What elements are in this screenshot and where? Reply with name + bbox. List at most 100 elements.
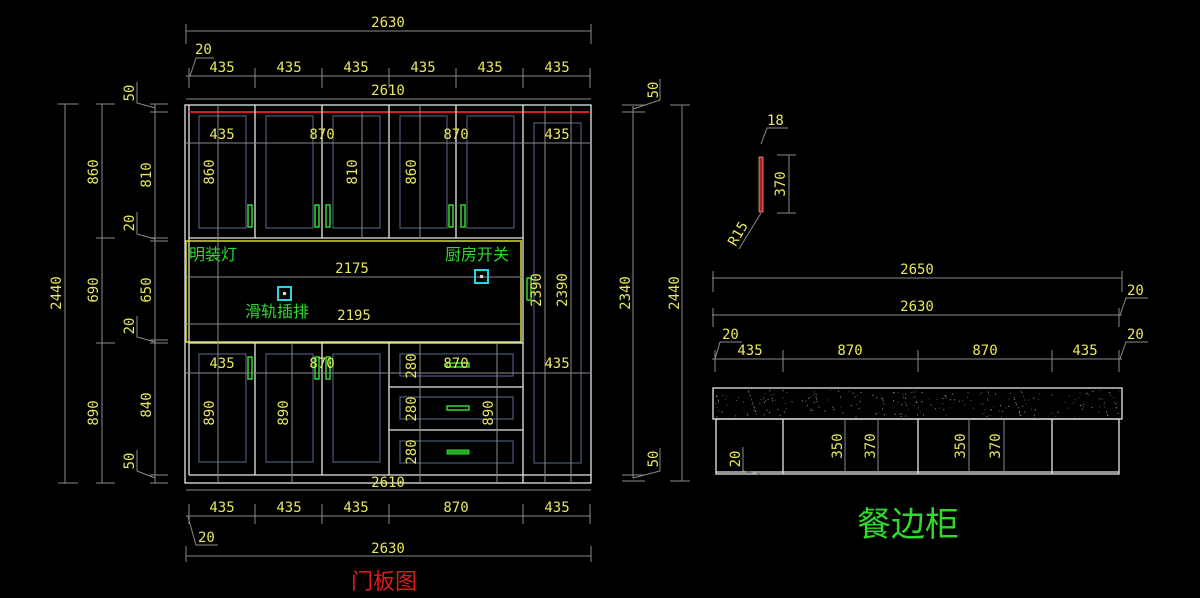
dim-strip-length: 370 (773, 171, 789, 196)
cabinet-elevation (184, 104, 592, 484)
dim-sideboard-edge-left: 20 (722, 327, 739, 343)
light-strip-detail: 18 370 R15 (725, 113, 796, 250)
top-segment-dimensions: 435 435 435 435 435 435 (186, 60, 591, 88)
dim-left-total: 2440 (49, 276, 65, 310)
top-edge-dimension: 20 (189, 42, 214, 77)
niche-yellow-outline (185, 240, 522, 343)
dim-right-inner: 2340 (618, 276, 634, 310)
dim-inner-width-top: 2610 (371, 83, 405, 99)
lower-door-3 (332, 353, 381, 463)
handle-icon (314, 356, 320, 380)
dim-sideboard-seg-2: 870 (837, 343, 862, 359)
dim-sideboard-edge-right: 20 (1127, 327, 1144, 343)
dim-left-middle: 690 (86, 277, 102, 302)
tall-door (533, 122, 582, 464)
dim-upper-3: 870 (443, 127, 468, 143)
dim-sideboard-base-gap: 20 (728, 451, 744, 468)
dim-left-lower: 890 (86, 400, 102, 425)
lower-door-1 (198, 353, 247, 463)
dim-lower-1: 435 (209, 356, 234, 372)
handle-icon (446, 405, 470, 411)
sideboard-elevation: 20 350 370 350 370 (712, 387, 1123, 475)
dim-right-total: 2440 (667, 276, 683, 310)
bottom-inner-dimension: 2610 (186, 475, 591, 491)
dim-right-top-gap: 50 (646, 82, 662, 99)
bottom-overall-dimension: 2630 (185, 541, 592, 562)
handle-icon (314, 204, 320, 228)
dim-bottom-seg-2: 435 (276, 500, 301, 516)
upper-door-5 (466, 115, 515, 229)
dim-top-seg-2: 435 (276, 60, 301, 76)
dim-sideboard-seg-1: 435 (737, 343, 762, 359)
drawer-2 (399, 396, 514, 420)
dim-lower-3: 870 (443, 356, 468, 372)
dim-drawer-3: 280 (404, 439, 420, 464)
dim-tall-height-1: 2390 (529, 273, 545, 307)
handle-icon (460, 204, 466, 228)
niche-annotations: 明装灯 厨房开关 滑轨插排 2175 2195 2390 2390 (189, 245, 571, 324)
label-kitchen-switch: 厨房开关 (445, 245, 509, 264)
dim-sideboard-height-2: 370 (863, 433, 879, 458)
dim-bottom-seg-5: 435 (544, 500, 569, 516)
lower-dimension-labels: 435 870 870 435 890 890 890 280 280 280 (202, 353, 570, 464)
switch-box-icon (474, 269, 489, 284)
dim-drawer-2: 280 (404, 396, 420, 421)
dim-top-seg-5: 435 (477, 60, 502, 76)
dim-overall-width-bottom: 2630 (371, 541, 405, 557)
dim-upper-4: 435 (544, 127, 569, 143)
label-rail-socket: 滑轨插排 (245, 302, 309, 321)
dim-left-gap-1: 20 (122, 215, 138, 232)
dim-left-upper-inner: 810 (139, 162, 155, 187)
dim-overall-width-top: 2630 (371, 15, 405, 31)
top-dimension-overall: 2630 (185, 15, 592, 44)
dim-upper-2: 870 (309, 127, 334, 143)
dim-top-seg-3: 435 (343, 60, 368, 76)
handle-icon (325, 204, 331, 228)
right-dimensions: 50 50 2340 2440 (618, 79, 690, 482)
dim-bottom-seg-4: 870 (443, 500, 468, 516)
dim-sideboard-height-3: 350 (953, 433, 969, 458)
dim-lower-height-1: 890 (202, 400, 218, 425)
dim-bottom-seg-3: 435 (343, 500, 368, 516)
dim-lower-4: 435 (544, 356, 569, 372)
dim-left-lower-inner: 840 (139, 392, 155, 417)
lower-door-2 (265, 353, 314, 463)
dim-niche-bottom: 2195 (337, 308, 371, 324)
handle-icon (448, 204, 454, 228)
dim-bottom-seg-1: 435 (209, 500, 234, 516)
upper-door-4 (399, 115, 448, 229)
drawer-3 (399, 440, 514, 464)
dim-top-seg-4: 435 (410, 60, 435, 76)
dim-left-upper: 860 (86, 159, 102, 184)
dim-upper-height-1: 860 (202, 159, 218, 184)
upper-door-3 (332, 115, 381, 229)
dim-left-top-gap: 50 (122, 85, 138, 102)
dim-top-edge: 20 (195, 42, 212, 58)
dim-left-bottom-gap: 50 (122, 453, 138, 470)
countertop-texture (715, 390, 1121, 418)
sideboard-dimensions: 2650 2630 20 20 20 435 870 870 435 (712, 262, 1148, 372)
dim-sideboard-overall: 2630 (900, 299, 934, 315)
dim-sideboard-seg-3: 870 (972, 343, 997, 359)
handle-icon (247, 356, 253, 380)
dim-sideboard-top-overall: 2650 (900, 262, 934, 278)
bottom-edge-dimension: 20 (187, 516, 218, 546)
sideboard-countertop (712, 387, 1123, 420)
dim-sideboard-height-4: 370 (988, 433, 1004, 458)
dim-drawer-1: 280 (404, 353, 420, 378)
handle-icon (247, 204, 253, 228)
dim-upper-1: 435 (209, 127, 234, 143)
label-surface-light: 明装灯 (189, 245, 237, 264)
handle-icon (446, 362, 470, 368)
dim-strip-thickness: 18 (767, 113, 784, 129)
handle-icon (325, 356, 331, 380)
dim-sideboard-edge-right-top: 20 (1127, 283, 1144, 299)
handle-icon (526, 277, 532, 301)
left-dimensions: 2440 860 690 890 50 810 20 650 20 840 50 (49, 82, 168, 484)
upper-door-1 (198, 115, 247, 229)
title-door-panel-drawing: 门板图 (351, 570, 417, 595)
dim-left-gap-2: 20 (122, 318, 138, 335)
socket-box-icon (277, 286, 292, 301)
dim-right-bottom-gap: 50 (646, 451, 662, 468)
